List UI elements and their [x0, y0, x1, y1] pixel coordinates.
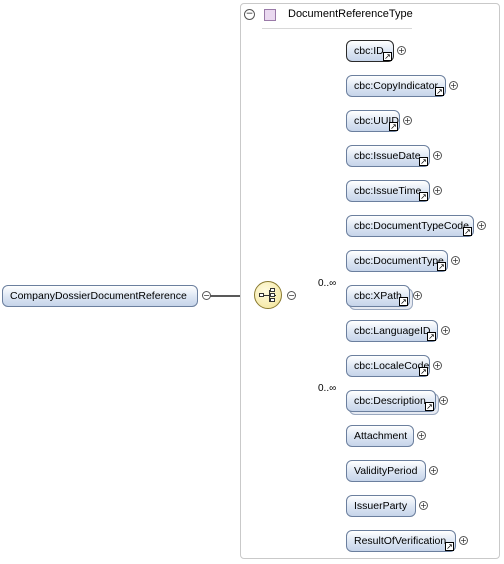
child-element-node[interactable]: IssuerParty — [346, 495, 416, 517]
reference-arrow-icon: ↗ — [419, 192, 428, 201]
expand-element-button[interactable]: + — [449, 81, 458, 90]
expand-element-button[interactable]: + — [433, 361, 442, 370]
expand-element-button[interactable]: + — [451, 256, 460, 265]
reference-arrow-icon: ↗ — [463, 227, 472, 236]
child-element-node[interactable]: cbc:CopyIndicator — [346, 75, 446, 97]
expand-element-button[interactable]: + — [417, 431, 426, 440]
expand-element-button[interactable]: + — [429, 466, 438, 475]
collapse-type-button[interactable]: − — [244, 9, 255, 20]
expand-element-button[interactable]: + — [439, 396, 448, 405]
multiplicity-label: 0..∞ — [318, 383, 337, 394]
multiplicity-label: 0..∞ — [318, 278, 337, 289]
child-element-node[interactable]: cbc:DocumentType — [346, 250, 448, 272]
child-element-node[interactable]: cbc:Description — [346, 390, 436, 412]
child-element-node[interactable]: cbc:IssueDate — [346, 145, 430, 167]
collapse-sequence-button[interactable]: − — [287, 291, 296, 300]
reference-arrow-icon: ↗ — [399, 297, 408, 306]
child-element-node[interactable]: cbc:UUID — [346, 110, 400, 132]
reference-arrow-icon: ↗ — [419, 367, 428, 376]
expand-element-button[interactable]: + — [403, 116, 412, 125]
child-element-node[interactable]: cbc:LanguageID — [346, 320, 438, 342]
child-element-node[interactable]: cbc:DocumentTypeCode — [346, 215, 474, 237]
reference-arrow-icon: ↗ — [437, 262, 446, 271]
expand-element-button[interactable]: + — [413, 291, 422, 300]
type-title: DocumentReferenceType — [288, 8, 413, 20]
expand-element-button[interactable]: + — [441, 326, 450, 335]
type-divider — [262, 28, 412, 29]
child-element-node[interactable]: cbc:IssueTime — [346, 180, 430, 202]
reference-arrow-icon: ↗ — [427, 332, 436, 341]
expand-element-button[interactable]: + — [459, 536, 468, 545]
child-element-node[interactable]: cbc:XPath — [346, 285, 410, 307]
child-element-node[interactable]: cbc:ID — [346, 40, 394, 62]
reference-arrow-icon: ↗ — [419, 157, 428, 166]
child-element-node[interactable]: ResultOfVerification — [346, 530, 456, 552]
expand-element-button[interactable]: + — [397, 46, 406, 55]
reference-arrow-icon: ↗ — [383, 52, 392, 61]
reference-arrow-icon: ↗ — [425, 402, 434, 411]
expand-element-button[interactable]: + — [419, 501, 428, 510]
child-element-node[interactable]: Attachment — [346, 425, 414, 447]
root-element-node[interactable]: CompanyDossierDocumentReference — [2, 285, 198, 307]
expand-element-button[interactable]: + — [433, 151, 442, 160]
collapse-root-button[interactable]: − — [202, 291, 211, 300]
reference-arrow-icon: ↗ — [445, 542, 454, 551]
reference-arrow-icon: ↗ — [389, 122, 398, 131]
child-element-node[interactable]: cbc:LocaleCode — [346, 355, 430, 377]
sequence-compositor-icon[interactable] — [254, 281, 282, 309]
complex-type-icon — [264, 9, 276, 21]
expand-element-button[interactable]: + — [433, 186, 442, 195]
expand-element-button[interactable]: + — [477, 221, 486, 230]
reference-arrow-icon: ↗ — [435, 87, 444, 96]
child-element-node[interactable]: ValidityPeriod — [346, 460, 426, 482]
